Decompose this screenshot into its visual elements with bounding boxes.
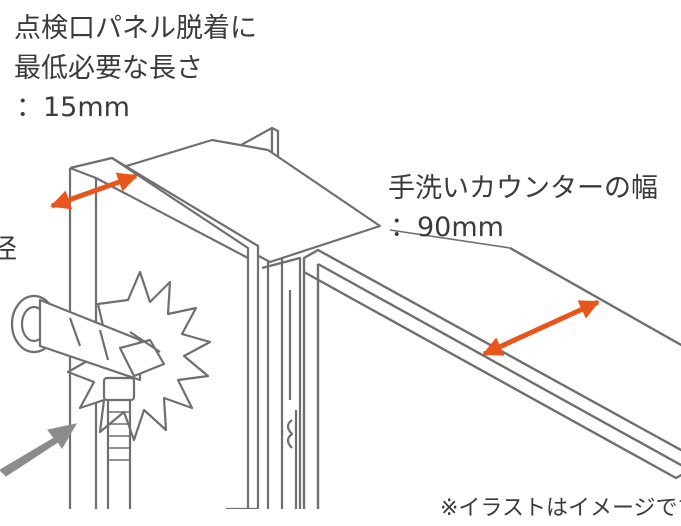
panel-dimension-arrow-icon [50,172,138,210]
counter-width-label: 手洗いカウンターの幅 [388,173,658,204]
panel-length-value: ：15mm [16,92,130,123]
installation-illustration [0,126,681,509]
cropped-left-label: 径 [0,234,17,265]
counter-board [302,229,681,509]
panel-length-label-line1: 点検口パネル脱着に [14,13,257,44]
counter-width-value: ：90mm [390,212,504,243]
wall-frame [118,126,382,509]
counter-dimension-arrow-icon [482,299,600,357]
pointer-arrow-icon [0,423,78,477]
water-valve-icon [10,294,166,509]
panel-length-label-line2: 最低必要な長さ [14,53,203,84]
illustration-note: ※イラストはイメージです [440,496,681,521]
